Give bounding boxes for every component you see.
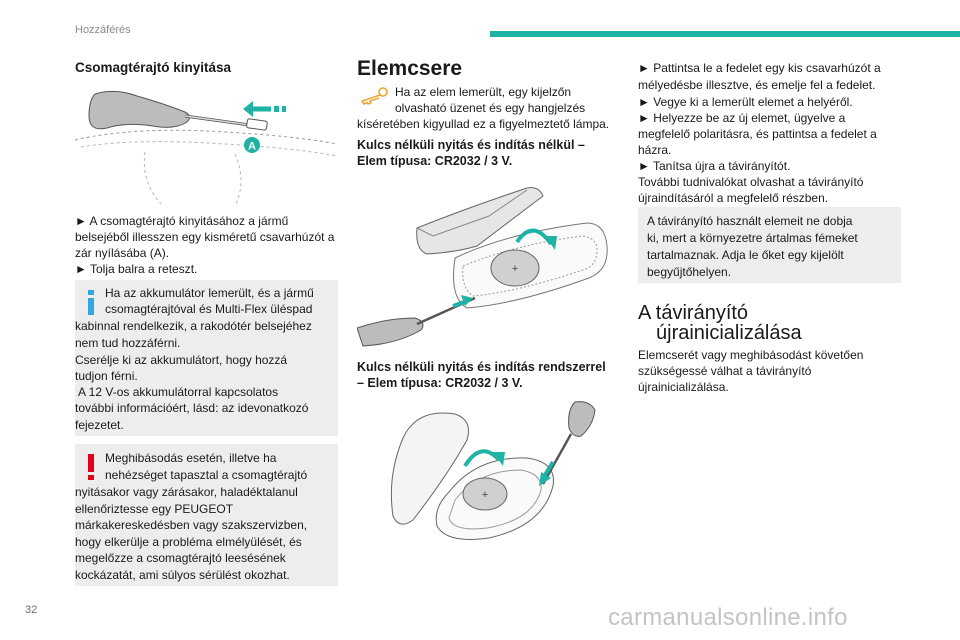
key-warning-icon	[361, 87, 388, 105]
tailgate-step-line: ► A csomagtérajtó kinyitásához a jármű	[75, 214, 289, 228]
recycling-note-line: A távirányító használt elemeit ne dobja	[647, 214, 853, 228]
keyless-off-subtitle: Kulcs nélküli nyitás és indítás nélkül –	[357, 138, 585, 152]
battery-intro-line: kíséretében kigyullad ez a figyelmeztető…	[357, 117, 610, 131]
recycling-note-line: begyűjtőhelyen.	[647, 265, 732, 279]
replacement-step-line: újraindításáról a megfelelő részben.	[638, 191, 829, 205]
info-notice-box: Ha az akkumulátor lemerült, és a jármű c…	[75, 280, 338, 436]
replacement-step-line: ► Pattintsa le a fedelet egy kis csavarh…	[638, 61, 881, 75]
warning-notice-box: Meghibásodás esetén, illetve ha nehézség…	[75, 444, 338, 586]
battery-intro-line: Ha az elem lemerült, egy kijelzőn	[395, 85, 572, 99]
replacement-step-line: ► Tanítsa újra a távirányítót.	[638, 159, 791, 173]
reinit-heading: újrainicializálása	[656, 322, 802, 344]
warning-notice-line: hogy elkerülje a probléma elmélyülését, …	[75, 535, 302, 549]
warning-notice-line: márkakereskedésben vagy szakszervizben,	[75, 518, 308, 532]
keyless-on-subtitle: Kulcs nélküli nyitás és indítás rendszer…	[357, 360, 606, 374]
warning-notice-line: Meghibásodás esetén, illetve ha	[105, 451, 277, 465]
replacement-step-line: További tudnivalókat olvashat a távirány…	[638, 175, 864, 189]
info-notice-line: további információért, lásd: az idevonat…	[75, 401, 309, 415]
keyless-off-subtitle: Elem típusa: CR2032 / 3 V.	[357, 154, 513, 168]
reinit-heading: A távirányító	[638, 302, 749, 324]
replacement-step-line: ► Vegye ki a lemerült elemet a helyéről.	[638, 95, 853, 109]
battery-intro-line: olvasható üzenet és egy hangjelzés	[395, 101, 586, 115]
replacement-step-line: ► Helyezze be az új elemet, ügyelve a	[638, 111, 846, 125]
keyless-on-subtitle: – Elem típusa: CR2032 / 3 V.	[357, 376, 523, 390]
tailgate-step-line: zár nyílásába (A).	[75, 246, 170, 260]
info-notice-line: nem tud hozzáférni.	[75, 336, 181, 350]
key-fob-battery-illustration-1: +	[357, 187, 608, 347]
header-section-title: Hozzáférés	[75, 24, 131, 36]
tailgate-step-line: ► Tolja balra a reteszt.	[75, 262, 198, 276]
reinit-body-line: Elemcserét vagy meghibásodást követően	[638, 348, 864, 362]
info-notice-line: fejezetet.	[75, 418, 124, 432]
reinit-body-line: újrainicializálása.	[638, 380, 729, 394]
info-notice-line: Cserélje ki az akkumulátort, hogy hozzá	[75, 353, 288, 367]
replacement-step-line: megfelelő polaritásra, és pattintsa a fe…	[638, 127, 877, 141]
info-notice-line: Ha az akkumulátor lemerült, és a jármű	[105, 286, 314, 300]
svg-text:+: +	[512, 263, 518, 275]
reinit-body-line: szükségessé válhat a távirányító	[638, 364, 812, 378]
warning-notice-line: ellenőriztesse egy PEUGEOT	[75, 502, 234, 516]
tailgate-step-line: belsejéből illesszen egy kisméretű csava…	[75, 230, 335, 244]
watermark: carmanualsonline.info	[608, 604, 848, 631]
tailgate-section-title: Csomagtérajtó kinyitása	[75, 60, 232, 75]
header-accent-bar	[490, 31, 960, 37]
warning-notice-line: megelőzze a csomagtérajtó leesésének	[75, 551, 286, 565]
battery-replacement-heading: Elemcsere	[357, 57, 463, 80]
recycling-note-line: tartalmaznak. Adja le őket egy kijelölt	[647, 248, 844, 262]
figure-label-a: A	[248, 141, 256, 153]
info-notice-line: csomagtérajtóval és Multi-Flex üléspad	[105, 302, 313, 316]
key-fob-battery-illustration-2: +	[390, 401, 596, 540]
replacement-step-line: házra.	[638, 143, 672, 157]
page-number: 32	[25, 604, 38, 616]
recycling-note-box: A távirányító használt elemeit ne dobja …	[638, 207, 901, 283]
info-notice-line: tudjon férni.	[75, 369, 138, 383]
warning-notice-line: nehézséget tapasztal a csomagtérajtó	[105, 468, 308, 482]
warning-notice-line: nyitásakor vagy zárásakor, haladéktalanu…	[75, 485, 298, 499]
tailgate-lock-illustration: A	[75, 90, 338, 207]
svg-text:+: +	[482, 489, 488, 501]
warning-notice-line: kockázatát, ami súlyos sérülést okozhat.	[75, 568, 290, 582]
info-notice-line: kabinnal rendelkezik, a rakodótér belsej…	[75, 319, 312, 333]
replacement-step-line: mélyedésbe illesztve, és emelje fel a fe…	[638, 78, 876, 92]
info-notice-line: A 12 V-os akkumulátorral kapcsolatos	[78, 385, 279, 399]
recycling-note-line: ki, mert a környezetre ártalmas fémeket	[647, 231, 858, 245]
